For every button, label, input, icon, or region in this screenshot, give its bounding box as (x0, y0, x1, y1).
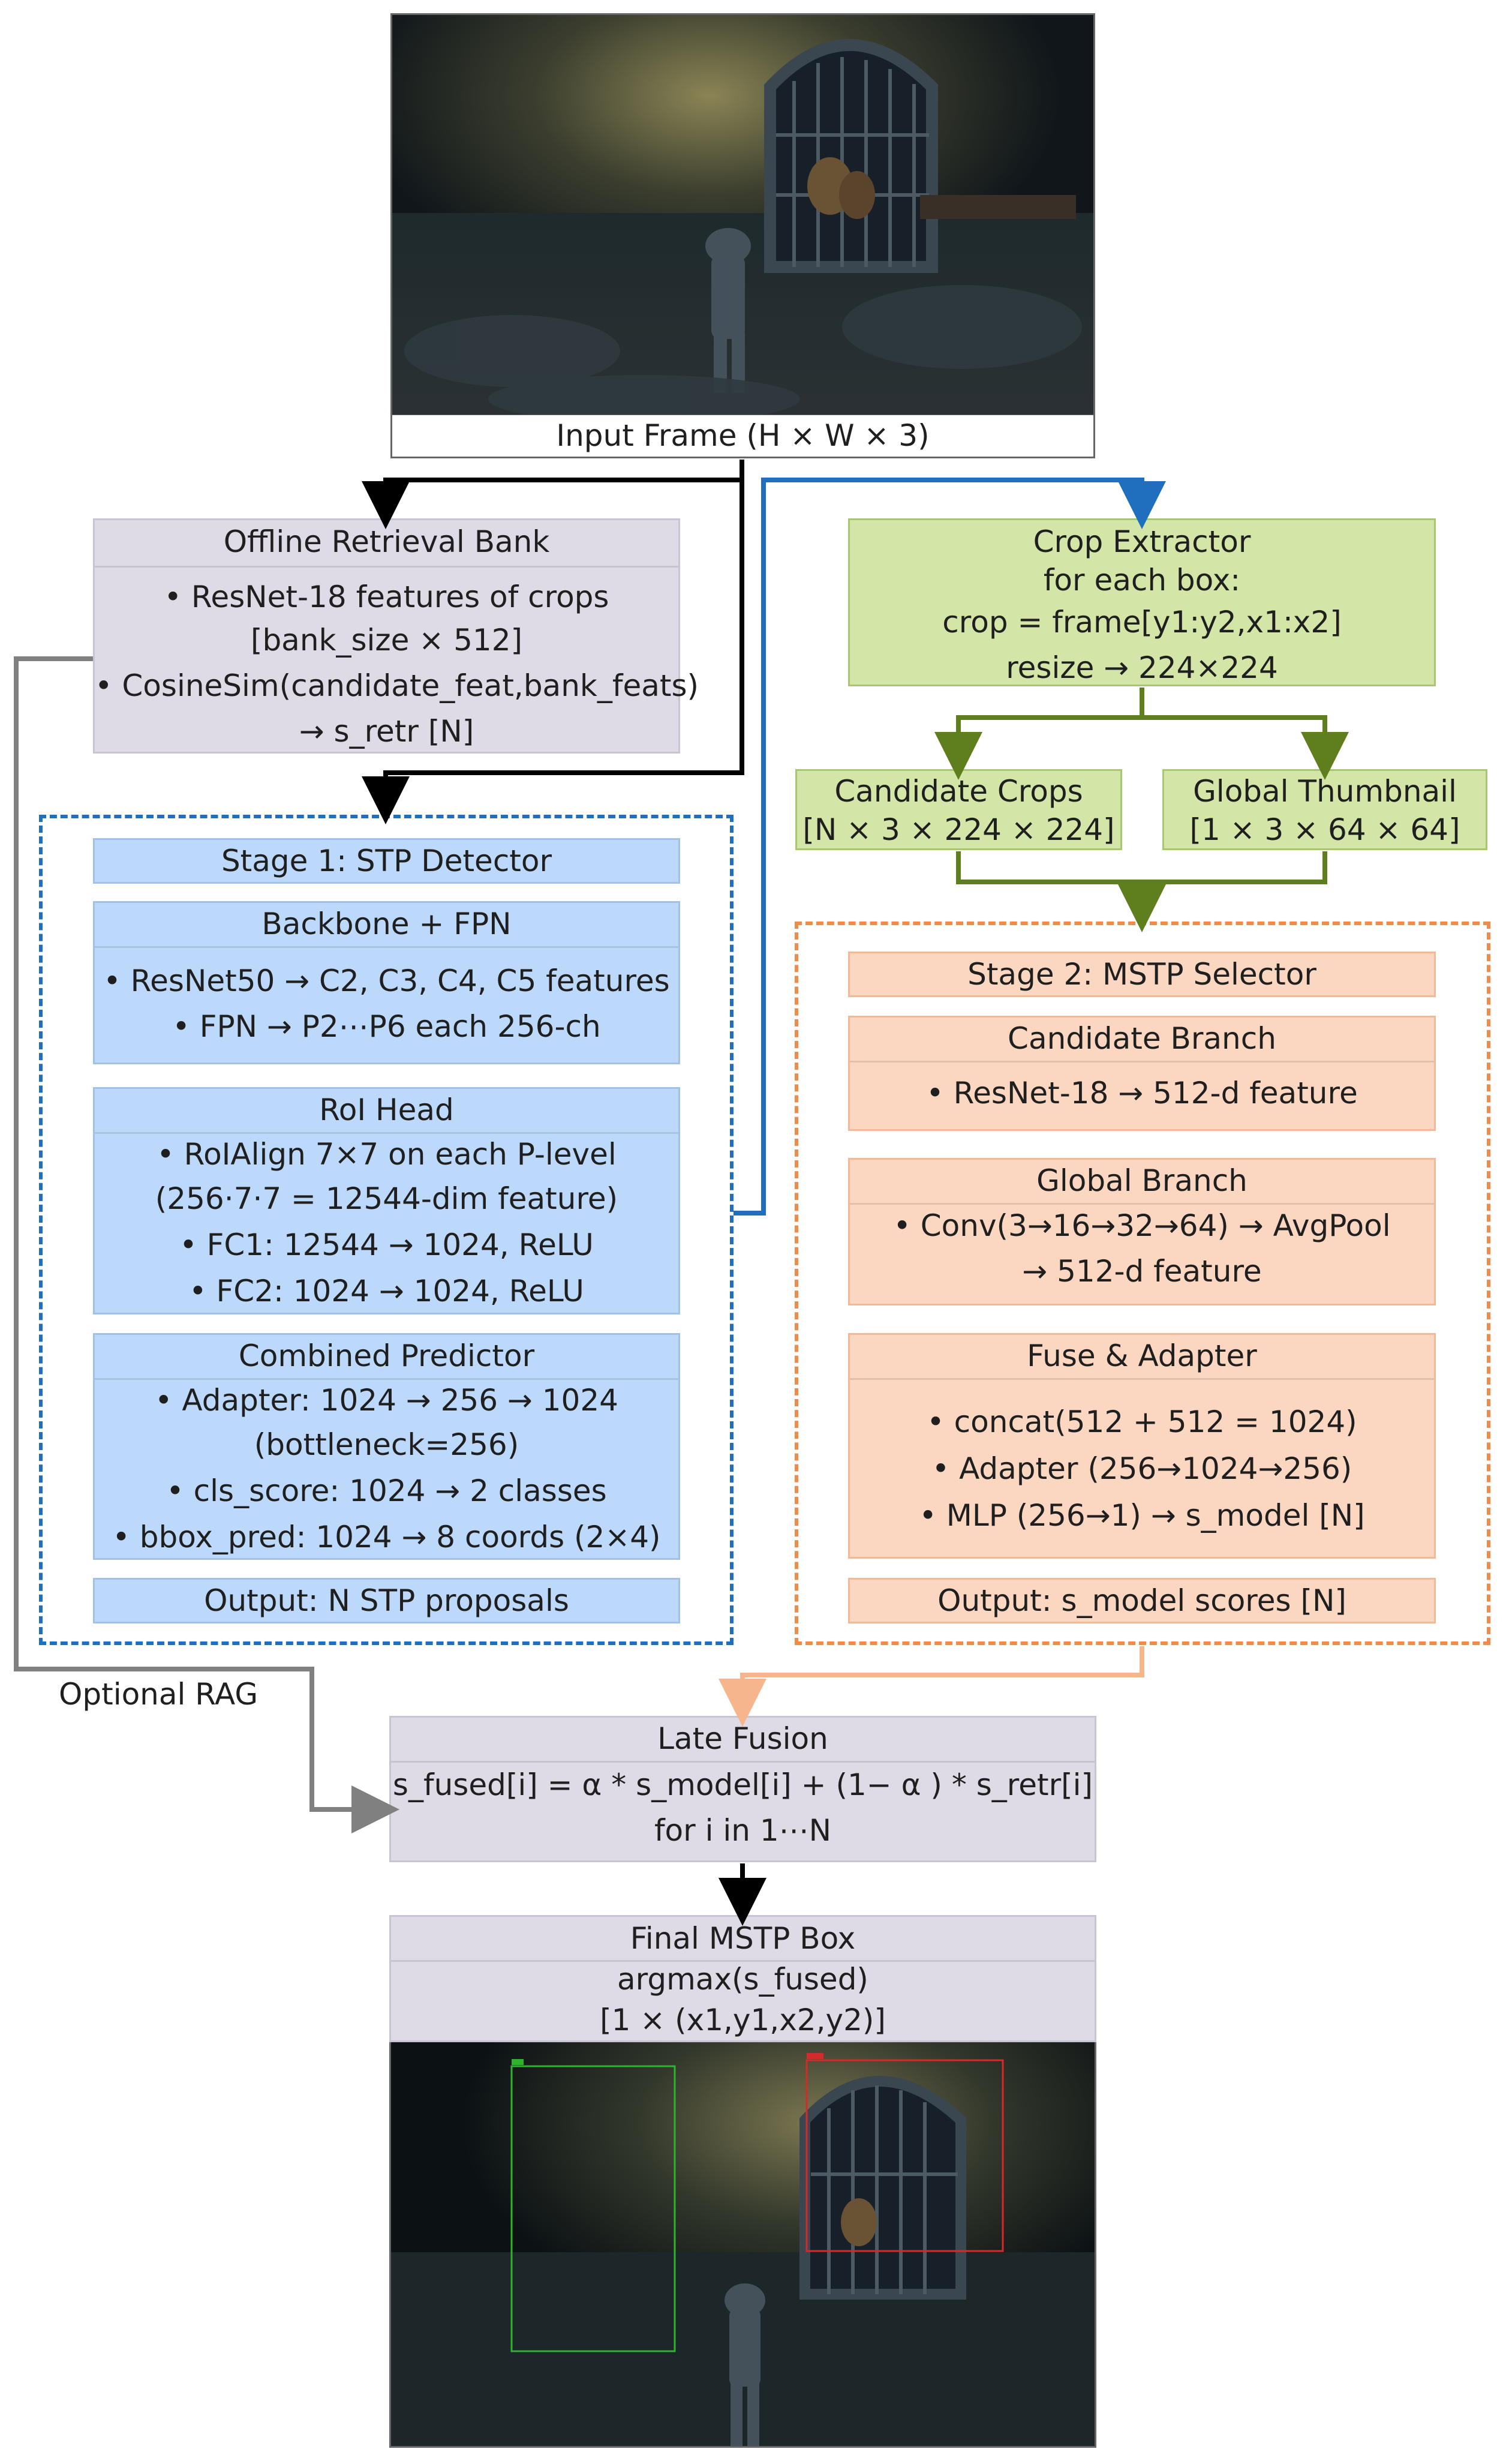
arrow-input-to-stage1 (362, 480, 744, 824)
stage1-title: Stage 1: STP Detector (221, 844, 552, 878)
combined-predictor-line-1: • Adapter: 1024 → 256 → 1024 (155, 1383, 618, 1418)
global-thumbnail-shape: [1 × 3 × 64 × 64] (1189, 812, 1460, 847)
combined-predictor-line-3: • cls_score: 1024 → 2 classes (166, 1473, 607, 1508)
final-box-line-3: [1 × (x1,y1,x2,y2)] (600, 2003, 886, 2037)
offline-bank-line-1: • ResNet-18 features of crops (164, 580, 609, 614)
dungeon-scene-detections (391, 2042, 1095, 2446)
arrow-crop-to-thumbnail (1142, 715, 1349, 780)
crop-extractor-title: Crop Extractor (1033, 524, 1251, 559)
offline-bank-line-4: → s_retr [N] (299, 714, 474, 749)
output-frame-image (389, 2042, 1096, 2448)
offline-bank-line-2: [bank_size × 512] (250, 623, 523, 658)
final-mstp-box: Final MSTP Box argmax(s_fused) [1 × (x1,… (389, 1915, 1096, 2042)
candidate-branch: Candidate Branch • ResNet-18 → 512-d fea… (848, 1016, 1436, 1131)
final-box-line-2: argmax(s_fused) (617, 1962, 868, 1997)
late-fusion-range: for i in 1⋯N (654, 1813, 832, 1848)
mstp-label-tag (807, 2053, 823, 2059)
fuse-adapter-line-3: • MLP (256→1) → s_model [N] (919, 1498, 1365, 1533)
stage2-title: Stage 2: MSTP Selector (967, 957, 1316, 992)
combined-predictor-line-4: • bbox_pred: 1024 → 8 coords (2×4) (112, 1520, 661, 1554)
fuse-adapter: Fuse & Adapter • concat(512 + 512 = 1024… (848, 1333, 1436, 1559)
arrow-input-to-bank (362, 460, 744, 529)
stp-label-tag (512, 2059, 524, 2065)
arrow-inputs-to-stage2 (956, 851, 1327, 913)
roi-head-line-3: • FC1: 12544 → 1024, ReLU (179, 1228, 594, 1262)
backbone-fpn-line-1: • ResNet50 → C2, C3, C4, C5 features (103, 964, 670, 998)
roi-head-line-4: • FC2: 1024 → 1024, ReLU (189, 1274, 584, 1308)
input-frame-caption-box: Input Frame (H × W × 3) (390, 415, 1095, 458)
stage1-output-label: Output: N STP proposals (204, 1583, 569, 1618)
combined-predictor-title: Combined Predictor (238, 1338, 535, 1373)
crop-extractor-line-4: resize → 224×224 (1006, 650, 1278, 685)
dungeon-scene-illustration (392, 15, 1093, 415)
global-branch-line-2: → 512-d feature (1022, 1254, 1262, 1289)
optional-rag-label: Optional RAG (59, 1677, 258, 1712)
input-frame-image (390, 13, 1095, 416)
late-fusion-formula: s_fused[i] = α * s_model[i] + (1− α ) * … (392, 1767, 1093, 1802)
stp-detection-box (510, 2065, 676, 2352)
input-frame-caption: Input Frame (H × W × 3) (556, 418, 930, 453)
fuse-adapter-line-1: • concat(512 + 512 = 1024) (927, 1404, 1357, 1439)
mstp-detection-box (805, 2059, 1004, 2252)
roi-head-line-2: (256·7·7 = 12544-dim feature) (155, 1181, 618, 1216)
arrow-crop-to-candidates (934, 688, 1144, 780)
combined-predictor-line-2: (bottleneck=256) (254, 1427, 519, 1462)
arrow-stage2-to-late-fusion (719, 1646, 1144, 1727)
arrow-stage1-to-crop-extractor (734, 478, 1166, 1216)
final-box-title: Final MSTP Box (630, 1921, 856, 1956)
roi-head-title: RoI Head (319, 1093, 454, 1127)
crop-extractor-line-3: crop = frame[y1:y2,x1:x2] (942, 605, 1342, 640)
crop-extractor-line-2: for each box: (1043, 563, 1241, 598)
backbone-fpn: Backbone + FPN • ResNet50 → C2, C3, C4, … (93, 901, 680, 1064)
arrow-bank-to-late-fusion (14, 656, 399, 1833)
offline-bank-line-3: • CosineSim(candidate_feat,bank_feats) (95, 668, 699, 703)
candidate-branch-line-1: • ResNet-18 → 512-d feature (926, 1076, 1358, 1111)
candidate-branch-title: Candidate Branch (1008, 1021, 1276, 1056)
stage2-title-box: Stage 2: MSTP Selector (848, 952, 1436, 997)
roi-head: RoI Head • RoIAlign 7×7 on each P-level … (93, 1087, 680, 1314)
backbone-fpn-line-2: • FPN → P2⋯P6 each 256-ch (172, 1009, 601, 1044)
global-branch-title: Global Branch (1036, 1163, 1248, 1198)
roi-head-line-1: • RoIAlign 7×7 on each P-level (157, 1137, 617, 1172)
global-branch: Global Branch • Conv(3→16→32→64) → AvgPo… (848, 1158, 1436, 1305)
crop-extractor: Crop Extractor for each box: crop = fram… (848, 518, 1436, 686)
late-fusion: Late Fusion s_fused[i] = α * s_model[i] … (389, 1716, 1096, 1862)
late-fusion-title: Late Fusion (657, 1721, 828, 1756)
stage2-output-label: Output: s_model scores [N] (937, 1583, 1346, 1618)
combined-predictor: Combined Predictor • Adapter: 1024 → 256… (93, 1333, 680, 1560)
offline-retrieval-bank: Offline Retrieval Bank • ResNet-18 featu… (93, 518, 699, 754)
fuse-adapter-title: Fuse & Adapter (1027, 1338, 1257, 1373)
stage1-title-box: Stage 1: STP Detector (93, 838, 680, 884)
backbone-fpn-title: Backbone + FPN (261, 907, 512, 941)
offline-bank-title: Offline Retrieval Bank (223, 524, 550, 559)
stage1-output: Output: N STP proposals (93, 1578, 680, 1623)
global-branch-line-1: • Conv(3→16→32→64) → AvgPool (893, 1208, 1391, 1243)
fuse-adapter-line-2: • Adapter (256→1024→256) (931, 1451, 1352, 1486)
stage2-output: Output: s_model scores [N] (848, 1578, 1436, 1623)
candidate-crops-shape: [N × 3 × 224 × 224] (802, 812, 1115, 847)
